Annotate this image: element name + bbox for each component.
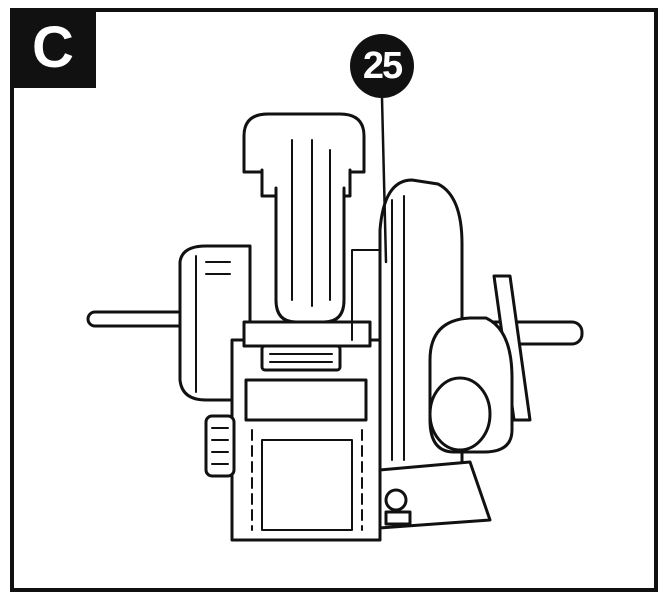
- panel-label-tab: C: [10, 8, 96, 88]
- base-plate: [378, 460, 492, 530]
- callout-badge: 25: [350, 34, 414, 98]
- front-cylinder: [428, 316, 514, 454]
- panel-label: C: [32, 15, 74, 80]
- top-handle: [242, 112, 366, 324]
- depth-knob: [204, 414, 236, 478]
- callout-leader: [380, 96, 388, 264]
- main-body: [230, 320, 382, 542]
- callout-number: 25: [362, 44, 403, 87]
